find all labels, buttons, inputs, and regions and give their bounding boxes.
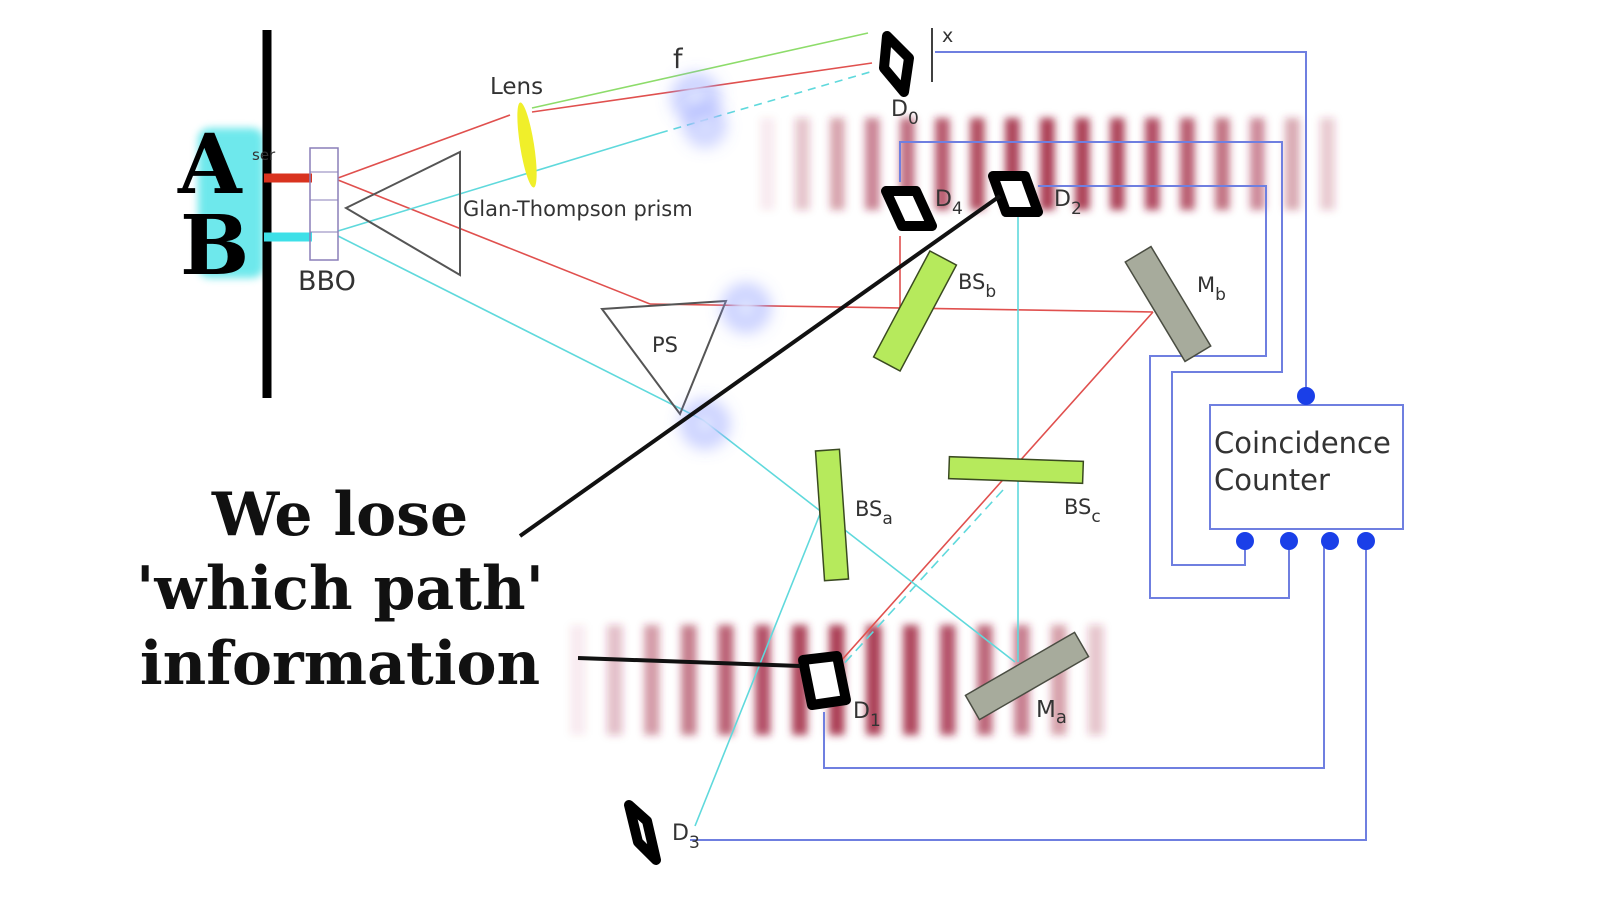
fringe-bottom-fringe	[1088, 625, 1104, 735]
label-ps: PS	[652, 333, 678, 357]
pointer-to-d1	[577, 656, 801, 668]
fringe-top-fringe	[1180, 118, 1195, 210]
beam-splitter-b	[872, 249, 958, 373]
fringe-bottom-fringe	[570, 625, 586, 735]
label-x: x	[942, 25, 953, 47]
fringe-top-fringe	[1110, 118, 1125, 210]
bbo-block	[309, 147, 339, 261]
counter-wiring	[690, 51, 1367, 841]
wire-d4	[899, 141, 1283, 566]
label-d0: D0	[891, 97, 919, 129]
counter-port-2	[1280, 532, 1298, 550]
fringe-top-fringe	[970, 118, 985, 210]
counter-port-3	[1321, 532, 1339, 550]
label-f: f	[673, 44, 684, 75]
fringe-top-fringe	[1285, 118, 1300, 210]
fringe-top-fringe	[1075, 118, 1090, 210]
fringe-bottom-fringe	[681, 625, 697, 735]
beam-splitter-a	[814, 448, 850, 582]
fringe-bottom-fringe	[866, 625, 882, 735]
prism-ps	[600, 299, 728, 417]
label-laser: ser	[252, 146, 276, 164]
mirror-b	[1124, 245, 1212, 363]
label-d4: D4	[935, 187, 963, 219]
glan-thompson-prism	[343, 150, 461, 277]
interference-fringes-top	[760, 118, 1335, 210]
fringe-top-fringe	[1145, 118, 1160, 210]
fringe-bottom-fringe	[718, 625, 734, 735]
caption-line3: information	[140, 629, 540, 699]
detector-d1	[798, 651, 851, 710]
counter-label-line1: Coincidence	[1214, 426, 1391, 460]
wire-d0	[935, 51, 1307, 396]
counter-port-4	[1357, 532, 1375, 550]
detector-d3	[624, 800, 661, 865]
glow-ps-top	[720, 282, 772, 334]
caption-line2: 'which path'	[136, 554, 544, 624]
detector-d2	[988, 171, 1043, 217]
detector-d0	[879, 31, 914, 97]
fringe-top-fringe	[760, 118, 775, 210]
fringe-top-fringe	[1215, 118, 1230, 210]
mirror-a	[964, 631, 1090, 721]
cyan-beam-paths	[337, 71, 1019, 827]
laser-glow	[198, 128, 264, 278]
label-bsb: BSb	[958, 270, 996, 302]
fringe-top-fringe	[1250, 118, 1265, 210]
caption-line1: We lose	[211, 480, 468, 550]
label-bbo: BBO	[298, 266, 356, 297]
detectors	[624, 31, 1043, 865]
beam-splitter-c	[947, 455, 1085, 485]
caption: We lose 'which path' information	[136, 480, 544, 699]
fringe-top-fringe	[795, 118, 810, 210]
fringe-bottom-fringe	[792, 625, 808, 735]
fringe-top-fringe	[1040, 118, 1055, 210]
counter-port-d0	[1297, 387, 1315, 405]
detector-d4	[881, 186, 937, 231]
label-d2: D2	[1054, 187, 1082, 219]
coincidence-counter: Coincidence Counter	[1209, 387, 1404, 550]
laser-source: A B ser	[177, 30, 312, 398]
label-bsa: BSa	[855, 497, 893, 529]
label-b: B	[180, 198, 249, 294]
fringe-bottom-fringe	[903, 625, 919, 735]
label-ma: Ma	[1036, 697, 1067, 728]
counter-box	[1209, 404, 1404, 530]
fringe-top-fringe	[1320, 118, 1335, 210]
counter-port-1	[1236, 532, 1254, 550]
label-glan-thompson: Glan-Thompson prism	[463, 197, 693, 221]
pointer-to-d2	[518, 194, 1002, 538]
beam-splitters	[814, 249, 1085, 582]
fringe-bottom-fringe	[607, 625, 623, 735]
fringe-top-fringe	[830, 118, 845, 210]
green-beam	[531, 32, 869, 109]
fringe-bottom-fringe	[940, 625, 956, 735]
wire-d1	[823, 541, 1325, 769]
label-d1: D1	[853, 699, 881, 731]
bbo-crystal: BBO	[298, 147, 356, 297]
label-a: A	[177, 117, 243, 213]
mirrors	[964, 245, 1212, 721]
wire-d3	[690, 541, 1367, 841]
fringe-top-fringe	[865, 118, 880, 210]
label-mb: Mb	[1197, 273, 1226, 305]
label-bsc: BSc	[1064, 495, 1101, 527]
label-lens: Lens	[490, 74, 543, 100]
counter-label-line2: Counter	[1214, 463, 1330, 497]
fringe-bottom-fringe	[644, 625, 660, 735]
lens	[517, 102, 537, 188]
glow-ps-bottom	[679, 398, 731, 450]
photon-glows	[670, 72, 772, 450]
fringe-bottom-fringe	[755, 625, 771, 735]
wire-d2	[1038, 185, 1290, 599]
glow-lens-focus-2	[683, 104, 727, 148]
label-d3: D3	[672, 821, 700, 853]
